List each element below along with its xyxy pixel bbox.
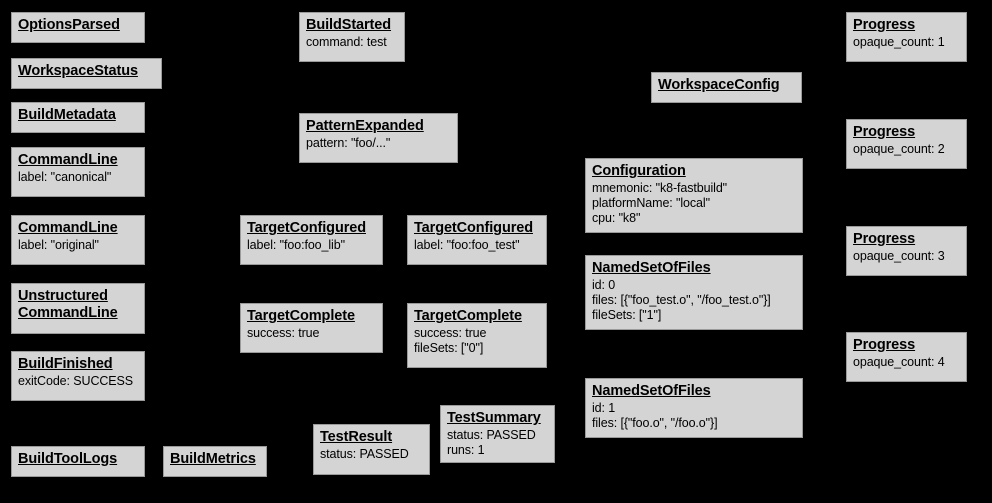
event-node-fields: opaque_count: 3: [853, 249, 945, 263]
event-node-title: TargetComplete: [414, 308, 522, 324]
event-node-fields: label: "foo:foo_lib": [247, 238, 345, 252]
event-node-target-configured-foo-lib[interactable]: TargetConfigured label: "foo:foo_lib": [240, 215, 383, 265]
event-node-title: Unstructured CommandLine: [18, 288, 118, 321]
event-node-title: TargetConfigured: [247, 220, 366, 236]
event-node-fields: success: true fileSets: ["0"]: [414, 326, 487, 355]
event-node-target-configured-foo-test[interactable]: TargetConfigured label: "foo:foo_test": [407, 215, 547, 265]
event-node-build-started[interactable]: BuildStarted command: test: [299, 12, 405, 62]
event-node-title: TestResult: [320, 429, 393, 445]
event-node-build-metrics[interactable]: BuildMetrics: [163, 446, 267, 477]
event-node-command-line-canonical[interactable]: CommandLine label: "canonical": [11, 147, 145, 197]
event-node-build-finished[interactable]: BuildFinished exitCode: SUCCESS: [11, 351, 145, 401]
event-node-title: Progress: [853, 17, 916, 33]
event-node-title: OptionsParsed: [18, 17, 120, 33]
event-node-configuration[interactable]: Configuration mnemonic: "k8-fastbuild" pl…: [585, 158, 803, 233]
event-node-pattern-expanded[interactable]: PatternExpanded pattern: "foo/...": [299, 113, 458, 163]
event-node-fields: label: "original": [18, 238, 99, 252]
event-node-title: CommandLine: [18, 152, 118, 168]
event-node-title: BuildToolLogs: [18, 451, 118, 467]
event-node-fields: mnemonic: "k8-fastbuild" platformName: "…: [592, 181, 728, 225]
event-node-fields: label: "foo:foo_test": [414, 238, 520, 252]
event-node-fields: success: true: [247, 326, 320, 340]
event-node-fields: id: 0 files: [{"foo_test.o", "/foo_test.…: [592, 278, 771, 322]
event-node-fields: pattern: "foo/...": [306, 136, 391, 150]
event-node-title: WorkspaceStatus: [18, 63, 138, 79]
event-node-fields: status: PASSED runs: 1: [447, 428, 536, 457]
event-node-test-result[interactable]: TestResult status: PASSED: [313, 424, 430, 475]
event-node-title: PatternExpanded: [306, 118, 424, 134]
event-node-workspace-status[interactable]: WorkspaceStatus: [11, 58, 162, 89]
event-node-fields: command: test: [306, 35, 387, 49]
event-node-progress-1[interactable]: Progress opaque_count: 1: [846, 12, 967, 62]
event-node-target-complete-foo-test[interactable]: TargetComplete success: true fileSets: ["…: [407, 303, 547, 368]
event-node-command-line-original[interactable]: CommandLine label: "original": [11, 215, 145, 265]
event-node-title: BuildMetrics: [170, 451, 256, 467]
event-node-fields: label: "canonical": [18, 170, 112, 184]
event-node-progress-4[interactable]: Progress opaque_count: 4: [846, 332, 967, 382]
event-node-fields: status: PASSED: [320, 447, 409, 461]
event-node-title: BuildFinished: [18, 356, 113, 372]
event-node-title: Progress: [853, 231, 916, 247]
event-node-fields: id: 1 files: [{"foo.o", "/foo.o"}]: [592, 401, 718, 430]
event-node-progress-3[interactable]: Progress opaque_count: 3: [846, 226, 967, 276]
event-node-title: NamedSetOfFiles: [592, 383, 711, 399]
event-node-title: Progress: [853, 124, 916, 140]
event-node-title: WorkspaceConfig: [658, 77, 780, 93]
event-node-unstructured-command-line[interactable]: Unstructured CommandLine: [11, 283, 145, 334]
event-node-workspace-config[interactable]: WorkspaceConfig: [651, 72, 802, 103]
event-node-title: TargetConfigured: [414, 220, 533, 236]
event-node-title: BuildStarted: [306, 17, 392, 33]
event-node-title: TargetComplete: [247, 308, 355, 324]
event-node-title: TestSummary: [447, 410, 541, 426]
event-node-title: BuildMetadata: [18, 107, 116, 123]
event-node-build-tool-logs[interactable]: BuildToolLogs: [11, 446, 145, 477]
event-node-fields: opaque_count: 1: [853, 35, 945, 49]
event-node-progress-2[interactable]: Progress opaque_count: 2: [846, 119, 967, 169]
event-node-named-set-of-files-1[interactable]: NamedSetOfFiles id: 1 files: [{"foo.o", "…: [585, 378, 803, 438]
event-node-test-summary[interactable]: TestSummary status: PASSED runs: 1: [440, 405, 555, 463]
event-node-fields: opaque_count: 2: [853, 142, 945, 156]
event-node-build-metadata[interactable]: BuildMetadata: [11, 102, 145, 133]
event-node-named-set-of-files-0[interactable]: NamedSetOfFiles id: 0 files: [{"foo_test.…: [585, 255, 803, 330]
event-node-title: Progress: [853, 337, 916, 353]
event-node-fields: opaque_count: 4: [853, 355, 945, 369]
event-node-title: NamedSetOfFiles: [592, 260, 711, 276]
event-node-fields: exitCode: SUCCESS: [18, 374, 134, 388]
event-node-title: Configuration: [592, 163, 686, 179]
event-node-target-complete-foo-lib[interactable]: TargetComplete success: true: [240, 303, 383, 353]
event-node-options-parsed[interactable]: OptionsParsed: [11, 12, 145, 43]
event-node-title: CommandLine: [18, 220, 118, 236]
